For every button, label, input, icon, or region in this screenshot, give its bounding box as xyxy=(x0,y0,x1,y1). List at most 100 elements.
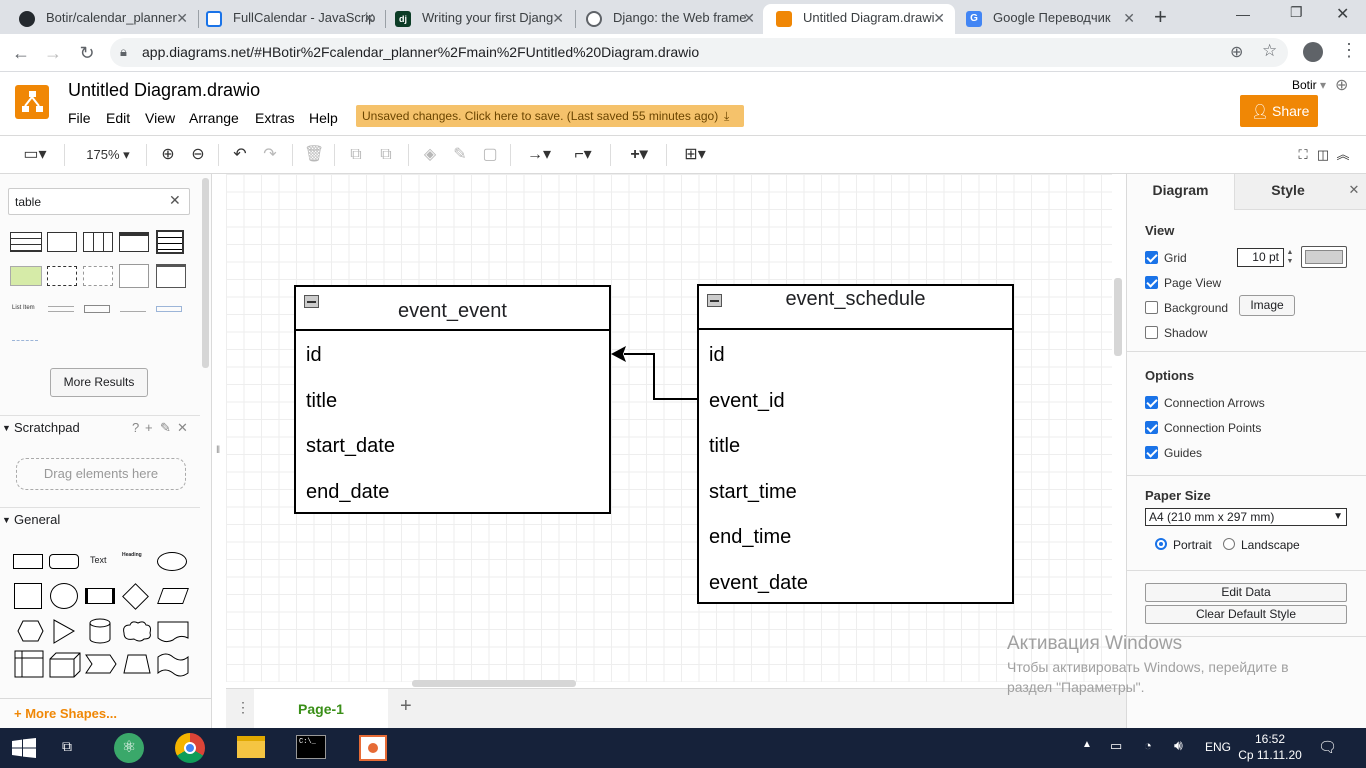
table-header[interactable]: event_event xyxy=(296,287,609,331)
edit-data-button[interactable]: Edit Data xyxy=(1145,583,1347,602)
table-shape[interactable] xyxy=(119,264,149,288)
collapse-icon[interactable] xyxy=(707,294,722,307)
url-text[interactable]: app.diagrams.net/#HBotir%2Fcalendar_plan… xyxy=(142,44,700,60)
fill-color-icon[interactable]: ◈ xyxy=(423,146,437,163)
close-window-icon[interactable]: ✕ xyxy=(1336,6,1350,23)
close-tab-icon[interactable]: ✕ xyxy=(363,10,375,26)
table-field[interactable]: id xyxy=(306,344,322,366)
edit-icon[interactable]: ✎ xyxy=(160,420,171,435)
background-checkbox[interactable]: Background xyxy=(1145,301,1228,315)
language-indicator[interactable]: ENG xyxy=(1205,740,1232,754)
portrait-radio[interactable] xyxy=(1155,538,1167,550)
text-shape[interactable]: Text xyxy=(90,555,107,565)
scratchpad-section[interactable]: ▼ Scratchpad ? + ✎ ✕ xyxy=(0,415,200,439)
connection-arrows-checkbox[interactable]: Connection Arrows xyxy=(1145,396,1265,410)
help-icon[interactable]: ? xyxy=(132,420,140,435)
close-tab-icon[interactable]: ✕ xyxy=(743,10,755,26)
browser-tab[interactable]: Django: the Web frame ✕ xyxy=(573,4,765,34)
omnibox[interactable]: 🔒︎ app.diagrams.net/#HBotir%2Fcalendar_p… xyxy=(110,38,1288,67)
insert-icon[interactable]: +▾ xyxy=(630,146,648,163)
list-shape[interactable] xyxy=(84,305,110,313)
zoom-out-icon[interactable]: ⊖ xyxy=(191,146,205,163)
minimize-icon[interactable]: — xyxy=(1236,6,1250,22)
fullscreen-icon[interactable]: ⛶ xyxy=(1298,147,1308,162)
menu-edit[interactable]: Edit xyxy=(106,110,131,126)
connection-points-checkbox[interactable]: Connection Points xyxy=(1145,421,1261,435)
forward-icon[interactable]: → xyxy=(44,43,62,63)
zoom-in-icon[interactable]: ⊕ xyxy=(161,146,175,163)
canvas-vertical-scrollbar[interactable] xyxy=(1114,278,1122,356)
diamond-shape[interactable] xyxy=(122,583,149,610)
table-field[interactable]: event_id xyxy=(709,390,785,412)
close-tab-icon[interactable]: ✕ xyxy=(1123,10,1135,26)
shadow-icon[interactable]: ▢ xyxy=(482,146,498,163)
windows-start-icon[interactable] xyxy=(12,738,36,758)
pages-menu-icon[interactable]: ⋮ xyxy=(236,699,250,715)
add-page-icon[interactable]: + xyxy=(400,695,412,717)
close-tab-icon[interactable]: ✕ xyxy=(933,10,945,26)
list-shape[interactable] xyxy=(12,340,38,343)
toggle-panel-icon[interactable]: ◫ xyxy=(1316,147,1330,162)
table-event-schedule[interactable]: event_schedule id event_id title start_t… xyxy=(697,284,1014,604)
new-tab-icon[interactable]: + xyxy=(1154,4,1167,29)
language-globe-icon[interactable]: ⊕ xyxy=(1335,77,1349,94)
grid-size-stepper[interactable]: ▲▼ xyxy=(1286,249,1294,265)
zoom-select[interactable]: 175% ▾ xyxy=(86,147,130,162)
landscape-radio[interactable] xyxy=(1223,538,1235,550)
clock[interactable]: 16:52 Ср 11.11.20 xyxy=(1238,732,1302,762)
page-tab[interactable]: Page-1 xyxy=(254,689,388,729)
volume-icon[interactable]: 🔊︎ xyxy=(1174,737,1183,753)
parallelogram-shape[interactable] xyxy=(157,588,189,604)
more-results-button[interactable]: More Results xyxy=(50,368,148,397)
wifi-icon[interactable]: ◔ xyxy=(1144,738,1152,753)
scratchpad-dropzone[interactable]: Drag elements here xyxy=(16,458,186,490)
page-view-checkbox[interactable]: Page View xyxy=(1145,276,1221,290)
general-section[interactable]: ▼ General xyxy=(0,507,200,531)
table-shape[interactable] xyxy=(156,264,186,288)
chrome-icon[interactable] xyxy=(169,732,211,764)
clear-default-style-button[interactable]: Clear Default Style xyxy=(1145,605,1347,624)
table-shape[interactable] xyxy=(156,230,184,254)
table-header[interactable]: event_schedule xyxy=(699,286,1012,330)
grid-size-input[interactable]: 10 pt xyxy=(1237,248,1284,267)
battery-icon[interactable]: ▭ xyxy=(1110,738,1123,753)
terminal-icon[interactable]: C:\_ xyxy=(290,732,332,764)
atom-app-icon[interactable]: ⚛ xyxy=(108,732,150,764)
table-shape[interactable] xyxy=(83,266,113,286)
restore-icon[interactable]: ❐ xyxy=(1290,4,1303,20)
delete-icon[interactable]: 🗑︎ xyxy=(304,146,325,163)
menu-extras[interactable]: Extras xyxy=(255,110,295,126)
table-shape[interactable] xyxy=(47,266,77,286)
file-explorer-icon[interactable] xyxy=(230,732,272,764)
shadow-checkbox[interactable]: Shadow xyxy=(1145,326,1207,340)
ellipse-shape[interactable] xyxy=(157,552,187,571)
tray-chevron-icon[interactable]: ▲ xyxy=(1082,739,1092,750)
table-shape[interactable] xyxy=(119,232,149,252)
background-image-button[interactable]: Image xyxy=(1239,295,1295,316)
table-shape[interactable] xyxy=(83,232,113,252)
line-color-icon[interactable]: ✎ xyxy=(453,146,467,163)
process-shape[interactable] xyxy=(85,588,115,604)
heading-shape[interactable]: Heading xyxy=(122,552,142,558)
menu-view[interactable]: View xyxy=(145,110,176,126)
list-shape[interactable] xyxy=(120,306,146,312)
grid-color-button[interactable] xyxy=(1301,246,1347,268)
collapse-icon[interactable] xyxy=(304,295,319,308)
table-shape[interactable] xyxy=(47,232,77,252)
shape-search-input[interactable]: table ✕ xyxy=(8,188,190,215)
table-field[interactable]: title xyxy=(709,435,741,457)
rectangle-shape[interactable] xyxy=(13,554,43,569)
browser-tab[interactable]: Botir/calendar_planner ✕ xyxy=(6,4,198,34)
table-field[interactable]: end_time xyxy=(709,526,792,548)
browser-tab-active[interactable]: Untitled Diagram.drawi ✕ xyxy=(763,4,955,34)
add-icon[interactable]: + xyxy=(145,420,153,435)
more-shapes-button[interactable]: + More Shapes... xyxy=(0,698,211,728)
sidebar-resize-handle[interactable]: ‖ xyxy=(216,445,221,456)
more-icon[interactable]: ⋮ xyxy=(1340,40,1358,60)
tab-style[interactable]: Style xyxy=(1234,174,1341,210)
table-title[interactable]: event_schedule xyxy=(785,288,926,310)
user-menu[interactable]: Botir ▾ xyxy=(1292,78,1327,92)
to-front-icon[interactable]: ⧉ xyxy=(350,146,362,163)
table-field[interactable]: event_date xyxy=(709,572,808,594)
table-shape[interactable] xyxy=(10,266,42,286)
